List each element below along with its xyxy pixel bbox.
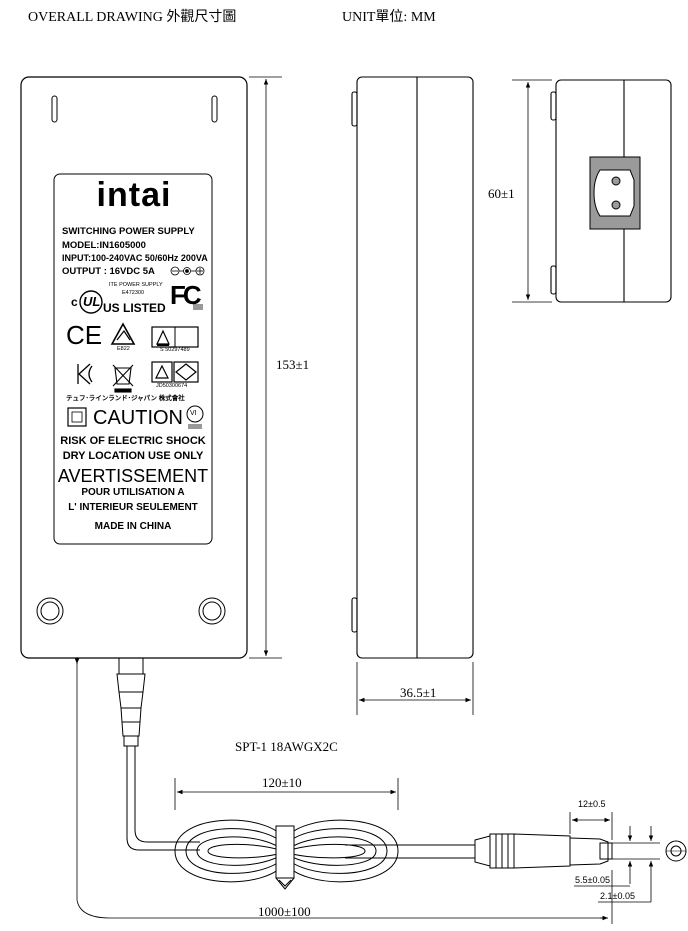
top-slot-right <box>211 95 218 123</box>
dimension-plug-diameter <box>574 826 660 903</box>
e-code: E822 <box>117 346 130 352</box>
fcc-mark: FC <box>170 280 202 310</box>
brand-logo: intai <box>96 176 172 214</box>
dim-length-label: 153±1 <box>276 357 310 372</box>
pour-text: POUR UTILISATION A <box>81 487 185 498</box>
jd-code: JD50300674 <box>156 383 188 389</box>
rating-label <box>53 173 213 545</box>
efficiency-vi-icon <box>186 405 204 423</box>
pse-mark-icon <box>151 361 199 383</box>
dimension-width <box>512 79 552 303</box>
rcm-icon <box>110 322 136 345</box>
ul-icon <box>79 290 103 314</box>
japan-text: テュフ･ラインランド･ジャパン 株式會社 <box>66 395 185 402</box>
plug-end-view <box>665 840 687 862</box>
vi-text: VI <box>190 410 197 417</box>
gs-mark-icon <box>151 326 199 348</box>
iec-c8-inlet <box>589 156 641 230</box>
kc-icon <box>77 363 93 385</box>
rubber-foot-right <box>198 597 226 625</box>
strain-relief <box>116 657 146 747</box>
unit-label: UNIT單位: MM <box>342 10 436 25</box>
dimension-coil <box>174 778 399 810</box>
rubber-foot-left <box>36 597 64 625</box>
power-cable <box>126 746 475 859</box>
ite-text: ITE POWER SUPPLY <box>109 282 163 288</box>
ul-c-text: c <box>71 295 78 309</box>
dc-plug <box>474 833 613 869</box>
ul-mark-text: UL <box>83 294 101 309</box>
risk-text: RISK OF ELECTRIC SHOCK <box>60 435 206 447</box>
label-input: INPUT:100-240VAC 50/60Hz 200VA <box>62 253 208 263</box>
interieur-text: L' INTERIEUR SEULEMENT <box>68 502 198 513</box>
fcc-hatch-icon <box>193 304 203 310</box>
dc-polarity-icon <box>170 266 205 276</box>
dim-thickness-label: 36.5±1 <box>400 685 437 700</box>
ce-mark: CE <box>66 320 103 350</box>
drawing-title: OVERALL DRAWING 外觀尺寸圖 <box>28 10 237 25</box>
top-slot-left <box>51 95 58 123</box>
cable-coil <box>174 819 399 883</box>
dim-plug-length-label: 12±0.5 <box>578 799 606 809</box>
dimension-length <box>249 76 282 659</box>
ite-code: E472300 <box>122 290 145 296</box>
caution-text: CAUTION <box>93 407 183 429</box>
dry-text: DRY LOCATION USE ONLY <box>62 450 204 462</box>
cable-tie <box>275 825 295 890</box>
cable-type-label: SPT-1 18AWGX2C <box>235 739 338 754</box>
dim-width-label: 60±1 <box>488 186 515 201</box>
weee-bin-icon <box>112 364 134 393</box>
label-output: OUTPUT : 16VDC 5A <box>62 266 155 277</box>
avert-text: AVERTISSEMENT <box>57 466 209 486</box>
adapter-side-view <box>351 76 474 659</box>
dim-plug-od-label: 5.5±0.05 <box>575 875 610 885</box>
dim-plug-id-label: 2.1±0.05 <box>600 891 635 901</box>
caution-square-icon <box>67 407 87 427</box>
dim-coil-label: 120±10 <box>262 775 302 790</box>
label-model: MODEL:IN1605000 <box>62 240 146 251</box>
made-text: MADE IN CHINA <box>94 521 172 532</box>
dimension-cable-length <box>74 658 613 924</box>
adapter-front-body <box>20 76 248 659</box>
gs-text: S 50297489 <box>160 347 190 353</box>
label-title: SWITCHING POWER SUPPLY <box>62 226 195 237</box>
dimension-thickness <box>356 662 474 715</box>
ul-listed-text: US LISTED <box>103 301 166 315</box>
dimension-plug-length <box>569 812 613 840</box>
dim-cable-length-label: 1000±100 <box>258 904 311 919</box>
